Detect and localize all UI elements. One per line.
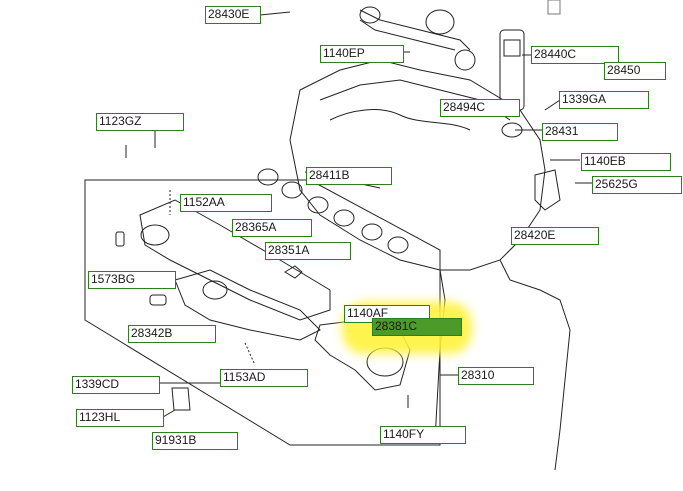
part-label-1123HL[interactable]: 1123HL (76, 409, 164, 427)
cylinder-head-detail (329, 109, 471, 131)
part-label-28440C[interactable]: 28440C (531, 46, 619, 64)
part-label-28365A[interactable]: 28365A (232, 219, 312, 237)
part-label-28430E[interactable]: 28430E (205, 6, 261, 24)
leader-line (259, 11, 291, 16)
leader-line (544, 99, 561, 111)
egr-pipe (359, 19, 456, 51)
engine-block-outline (499, 259, 571, 471)
manifold-port (140, 224, 170, 246)
manifold-port (202, 280, 228, 300)
pipe-flange (359, 6, 381, 24)
part-label-1152AA[interactable]: 1152AA (180, 194, 272, 212)
part-label-1140EP[interactable]: 1140EP (320, 45, 404, 63)
gasket (281, 181, 303, 199)
nut (284, 265, 303, 279)
gasket (257, 168, 279, 186)
part-label-1339CD[interactable]: 1339CD (72, 376, 160, 394)
pipe-flange (425, 9, 455, 35)
part-label-1573BG[interactable]: 1573BG (88, 271, 176, 289)
plug (115, 231, 125, 247)
part-label-28310[interactable]: 28310 (458, 367, 534, 385)
exhaust-manifold (139, 199, 331, 321)
gasket (454, 49, 476, 71)
bracket-91931B (171, 387, 191, 411)
leader-line (162, 409, 176, 418)
part-label-28351A[interactable]: 28351A (265, 242, 351, 260)
egr-pipe (359, 9, 471, 51)
gasket (307, 196, 329, 214)
gasket (387, 236, 409, 254)
gasket (361, 223, 383, 241)
part-label-25625G[interactable]: 25625G (592, 176, 682, 194)
bracket (534, 169, 561, 211)
part-label-1123GZ[interactable]: 1123GZ (96, 113, 184, 131)
stud (149, 294, 167, 306)
part-label-28494C[interactable]: 28494C (440, 99, 520, 117)
part-label-1339GA[interactable]: 1339GA (559, 91, 649, 109)
stud-bolt (244, 342, 256, 366)
part-label-28342B[interactable]: 28342B (128, 325, 216, 343)
part-label-91931B[interactable]: 91931B (152, 432, 238, 450)
egr-valve-detail (503, 39, 521, 57)
part-label-28431[interactable]: 28431 (542, 123, 618, 141)
part-label-28411B[interactable]: 28411B (306, 167, 392, 185)
part-label-1140FY[interactable]: 1140FY (380, 426, 466, 444)
crop-mark (547, 0, 561, 15)
manifold-lower (174, 269, 321, 341)
part-label-28420E[interactable]: 28420E (511, 227, 599, 245)
cylinder-head-outline (289, 59, 546, 271)
part-label-1140EB[interactable]: 1140EB (581, 153, 671, 171)
part-label-28381C[interactable]: 28381C (372, 318, 462, 336)
gasket (333, 209, 355, 227)
part-label-1153AD[interactable]: 1153AD (220, 369, 308, 387)
part-label-28450[interactable]: 28450 (604, 62, 666, 80)
